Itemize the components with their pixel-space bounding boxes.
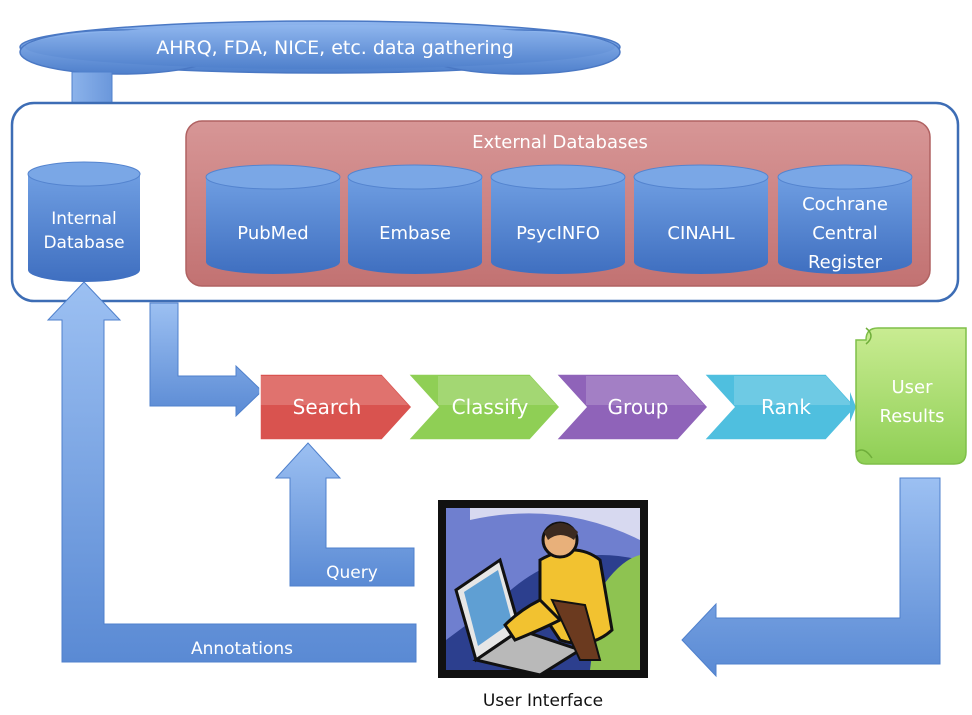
external-database-label: Embase bbox=[379, 223, 451, 244]
annotations-arrow bbox=[46, 281, 417, 663]
internal-database-label-line2: Database bbox=[43, 233, 124, 253]
pipeline-step-label: Search bbox=[293, 395, 362, 419]
cloud-label: AHRQ, FDA, NICE, etc. data gathering bbox=[156, 37, 514, 59]
data-gathering-cloud: AHRQ, FDA, NICE, etc. data gathering bbox=[19, 20, 621, 75]
pipeline-step-label: Rank bbox=[761, 395, 811, 419]
results-to-user-arrow bbox=[681, 477, 941, 678]
external-database-cylinder: Embase bbox=[347, 164, 483, 274]
external-databases-title: External Databases bbox=[472, 132, 648, 153]
internal-database-cylinder: Internal Database bbox=[27, 161, 141, 282]
pipeline-step-group: Group bbox=[554, 373, 710, 441]
external-database-cylinder: PsycINFO bbox=[490, 164, 626, 274]
user-results-line1: User bbox=[891, 377, 933, 398]
internal-database-label-line1: Internal bbox=[51, 209, 117, 229]
query-label: Query bbox=[326, 563, 378, 583]
user-results-scroll: User Results bbox=[855, 327, 967, 465]
external-databases-panel: External Databases PubMed Embase PsycINFO C… bbox=[185, 120, 931, 287]
user-results-line2: Results bbox=[880, 406, 945, 427]
pipeline-step-search: Search bbox=[259, 373, 414, 441]
user-computer-illustration bbox=[438, 500, 648, 678]
pipeline-step-rank: Rank bbox=[702, 373, 858, 441]
external-database-label: PsycINFO bbox=[516, 223, 600, 244]
external-database-cylinder: PubMed bbox=[205, 164, 341, 274]
annotations-label: Annotations bbox=[191, 639, 293, 659]
external-database-cylinder: CINAHL bbox=[633, 164, 769, 274]
external-database-label: PubMed bbox=[237, 223, 308, 244]
user-interface-caption: User Interface bbox=[483, 691, 603, 711]
pipeline-step-classify: Classify bbox=[406, 373, 562, 441]
external-database-label: CINAHL bbox=[667, 223, 734, 244]
pipeline-step-label: Group bbox=[608, 395, 669, 419]
database-to-search-arrow bbox=[149, 302, 263, 418]
pipeline: Search Classify Group Rank bbox=[259, 373, 858, 441]
pipeline-step-label: Classify bbox=[452, 395, 529, 419]
external-database-label: Central bbox=[812, 223, 878, 244]
external-database-label: Register bbox=[808, 252, 883, 273]
rank-to-results-connector bbox=[850, 392, 856, 422]
query-arrow bbox=[274, 442, 415, 587]
external-database-label: Cochrane bbox=[802, 194, 888, 215]
